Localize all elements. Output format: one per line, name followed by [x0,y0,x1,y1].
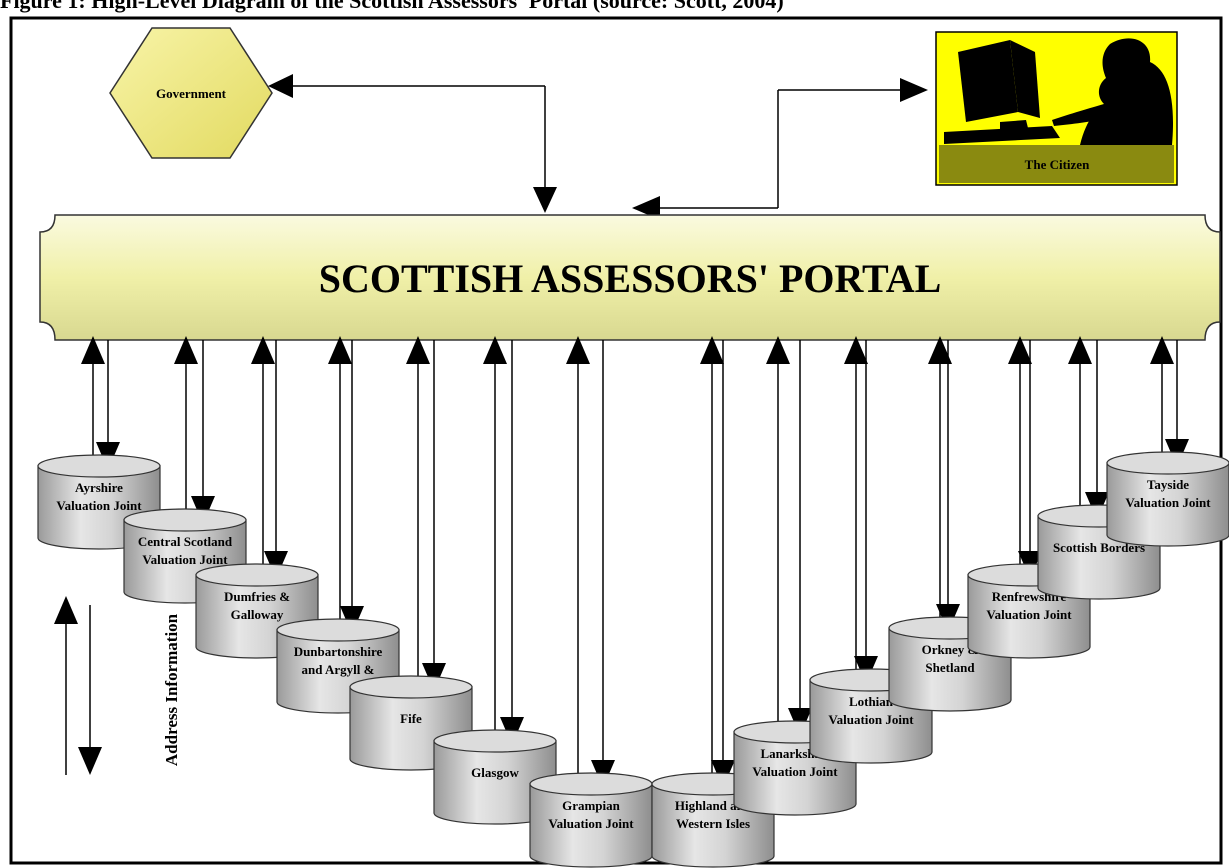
database-label: Western Isles [676,816,750,831]
up-arrow-head [406,336,430,364]
board-arrow-pair [928,336,960,632]
database-label: Orkney & [922,642,979,657]
database-label: Scottish Borders [1053,540,1145,555]
database-label: Ayrshire [75,480,123,495]
database-label: Tayside [1147,477,1189,492]
database-label: Highland and [675,798,752,813]
up-arrow-head [174,336,198,364]
up-arrow-head [251,336,275,364]
government-connector [268,74,557,213]
database-label: Central Scotland [138,534,233,549]
government-hexagon [109,27,273,159]
board-arrow-pair [406,336,446,691]
up-arrow-head [81,336,105,364]
figure-title: Figure 1: High-Level Diagram of the Scot… [0,0,784,13]
database-label: Dunbartonshire [294,644,383,659]
board-arrow-pair [483,336,524,745]
database-label: Glasgow [471,765,519,780]
database-body [1106,462,1229,547]
database-label: Valuation Joint [828,712,914,727]
board-arrow-pair [1008,336,1042,579]
board-arrow-pair [1068,336,1109,520]
board-arrow-pair [81,336,120,470]
government-label: Government [156,86,227,101]
board-arrow-pair [1150,336,1189,467]
up-arrow-head [1068,336,1092,364]
database-label: Valuation Joint [986,607,1072,622]
board-arrow-pair [251,336,288,579]
board-arrow-pair [174,336,215,524]
up-arrow-head [1150,336,1174,364]
citizen-connector [632,78,928,220]
database-label: Dumfries & [224,589,290,604]
database-label: Valuation Joint [1125,495,1211,510]
government-node: Government [109,27,273,159]
up-arrow-head [928,336,952,364]
database-label: and Argyll & [302,662,375,677]
database-top [349,675,473,699]
citizen-node: The Citizen [935,31,1178,186]
database-top [1106,451,1229,475]
database-label: Valuation Joint [142,552,228,567]
database-label: Valuation Joint [548,816,634,831]
portal-label: SCOTTISH ASSESSORS' PORTAL [319,256,942,301]
up-arrow-head [566,336,590,364]
citizen-label-bg [939,145,1174,183]
database-label: Valuation Joint [752,764,838,779]
board-arrow-pair [566,336,615,788]
database-body [529,783,653,868]
up-arrow-head [844,336,868,364]
database-label: Grampian [562,798,621,813]
citizen-label: The Citizen [1025,157,1090,172]
up-arrow-head [328,336,352,364]
address-information-label: Address Information [162,613,181,766]
board-arrow-pair [700,336,735,788]
citizen-person-icon [1052,38,1174,145]
database-top [123,508,247,532]
database-label: Shetland [925,660,975,675]
portal-scroll-shape [39,214,1221,341]
database-top [276,618,400,642]
database-top [529,772,653,796]
board-arrows [81,336,1189,788]
up-arrow-head [766,336,790,364]
up-arrow-head [1008,336,1032,364]
database-cylinder: Glasgow [433,729,557,825]
up-arrow-head [700,336,724,364]
database-label: Galloway [231,607,284,622]
database-label: Valuation Joint [56,498,142,513]
portal-banner: SCOTTISH ASSESSORS' PORTAL [39,214,1221,341]
database-label: Lothian [849,694,894,709]
database-top [433,729,557,753]
database-label: Fife [400,711,422,726]
database-top [195,563,319,587]
board-arrow-pair [766,336,812,736]
citizen-computer-icon [944,40,1060,144]
board-arrow-pair [844,336,878,684]
up-arrow-head [483,336,507,364]
board-arrow-pair [328,336,364,634]
database-top [37,454,161,478]
address-information-legend [54,596,102,775]
